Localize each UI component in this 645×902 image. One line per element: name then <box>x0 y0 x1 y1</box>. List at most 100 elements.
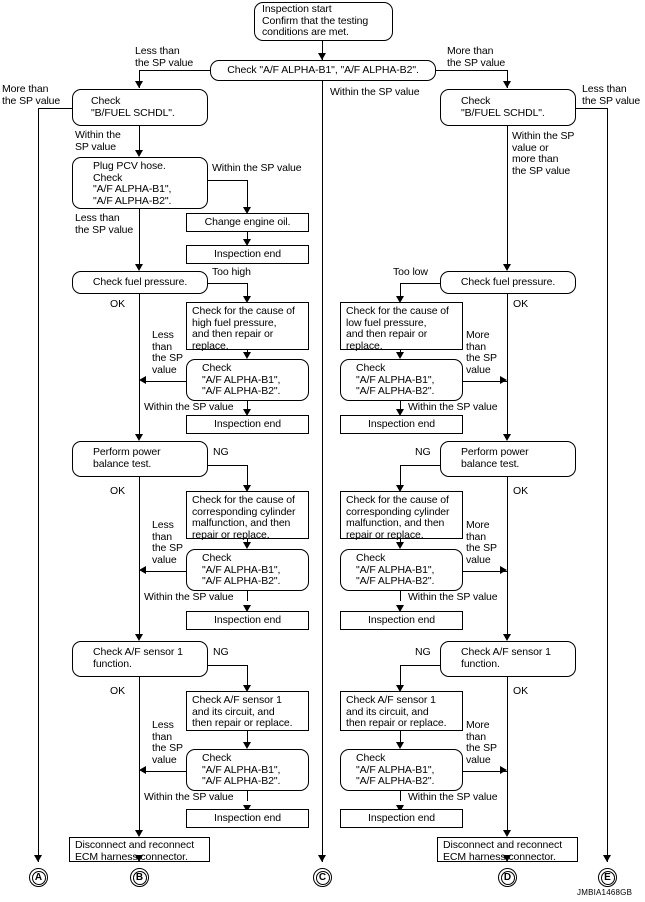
arrow-fuelpress-high <box>243 296 251 303</box>
arrow-bfuel-to-pcv <box>135 150 143 157</box>
arrow-alpha-back-left-1 <box>139 376 146 384</box>
edge-sensor-ng-h-left <box>208 665 248 666</box>
edge-alpha-to-end-right-3 <box>400 791 401 801</box>
edge-main-left-v <box>139 70 140 88</box>
edge-pcv-down <box>139 209 140 265</box>
arrow-ok-to-disconnect-right <box>503 830 511 837</box>
node-check-af-sensor-left: Check A/F sensor 1 function. <box>72 641 208 677</box>
label-within-sp-right-2: Within the SP value <box>408 401 498 413</box>
arrow-alpha-back-right-2 <box>500 566 507 574</box>
edge-terminal-a <box>38 108 39 862</box>
arrow-power-ng-right <box>396 485 404 492</box>
terminal-d: D <box>498 868 517 887</box>
arrow-pcv-to-oil <box>243 207 251 214</box>
edge-cyl-to-alpha-right <box>400 539 401 543</box>
edge-fuelpress-left-h <box>208 283 248 284</box>
terminal-e: E <box>598 868 617 887</box>
arrow-main-right <box>503 81 511 88</box>
edge-ok-right-2 <box>507 477 508 635</box>
label-within-sp-right-4: Within the SP value <box>408 791 498 803</box>
label-ng-right-2: NG <box>415 646 431 658</box>
arrow-alpha-to-end-left-2 <box>243 605 251 612</box>
node-af-sensor-circuit-left: Check A/F sensor 1 and its circuit, and … <box>186 691 309 731</box>
edge-alpha-back-right-2 <box>463 571 507 572</box>
edge-main-right-v <box>507 70 508 88</box>
arrow-main-left <box>135 81 143 88</box>
edge-fuelpress-left-v <box>247 283 248 297</box>
arrow-terminal-a <box>34 855 42 862</box>
arrow-alpha-to-end-left-1 <box>243 409 251 416</box>
label-more-than-sp-narrow-right-2: More than the SP value <box>466 519 497 566</box>
edge-cyl-to-alpha-left <box>247 539 248 543</box>
edge-fuelpress-right-h <box>400 283 440 284</box>
node-inspection-end-6: Inspection end <box>340 611 463 630</box>
node-disconnect-ecm-left: Disconnect and reconnect ECM harness con… <box>69 837 210 862</box>
node-check-alpha-left-2: Check "A/F ALPHA-B1", "A/F ALPHA-B2". <box>186 549 309 591</box>
arrow-cyl-to-alpha-right <box>396 542 404 549</box>
edge-power-ng-h-left <box>208 465 248 466</box>
node-check-fuel-pressure-left: Check fuel pressure. <box>72 271 208 294</box>
edge-alpha-back-left-1 <box>143 381 186 382</box>
edge-main-right-h <box>436 70 507 71</box>
node-check-alpha-left-3: Check "A/F ALPHA-B1", "A/F ALPHA-B2". <box>186 749 309 791</box>
label-more-than-sp-top-right: More than the SP value <box>447 45 506 69</box>
node-disconnect-ecm-right: Disconnect and reconnect ECM harness con… <box>437 837 578 862</box>
terminal-d-label: D <box>500 870 515 885</box>
label-ok-right-2: OK <box>513 485 528 497</box>
edge-ok-right-3 <box>507 677 508 832</box>
arrow-alpha-to-end-right-1 <box>396 409 404 416</box>
node-inspection-end-1: Inspection end <box>186 245 309 264</box>
label-too-low: Too low <box>393 266 428 278</box>
label-within-or-more-sp: Within the SP value or more than the SP … <box>512 130 575 177</box>
edge-alpha-to-end-right-2 <box>400 591 401 601</box>
label-ok-left-3: OK <box>110 685 125 697</box>
arrow-cyl-to-alpha-left <box>243 542 251 549</box>
edge-alpha-back-right-3 <box>463 771 507 772</box>
edge-power-ng-v-right <box>400 465 401 486</box>
edge-alpha-to-end-left-2 <box>247 591 248 601</box>
edge-terminal-e <box>607 108 608 862</box>
label-less-than-sp-narrow-left-2: Less than the SP value <box>152 519 183 566</box>
edge-highfuel-to-alpha <box>247 350 248 353</box>
node-check-alpha-right-1: Check "A/F ALPHA-B1", "A/F ALPHA-B2". <box>340 359 463 401</box>
terminal-c: C <box>313 868 332 887</box>
arrow-highfuel-to-alpha <box>243 352 251 359</box>
node-check-fuel-pressure-right: Check fuel pressure. <box>440 271 576 294</box>
arrow-terminal-b <box>135 855 143 862</box>
edge-circuit-to-alpha-left <box>247 731 248 743</box>
arrow-oil-to-end <box>243 239 251 246</box>
terminal-b-label: B <box>132 870 147 885</box>
arrow-ok-to-disconnect-left <box>135 830 143 837</box>
edge-fuelpress-right-v <box>400 283 401 297</box>
edge-ok-left-2 <box>139 477 140 635</box>
arrow-circuit-to-alpha-right <box>396 742 404 749</box>
arrow-sensor-ng-right <box>396 685 404 692</box>
node-check-alpha-right-2: Check "A/F ALPHA-B1", "A/F ALPHA-B2". <box>340 549 463 591</box>
edge-alpha-back-left-2 <box>143 571 186 572</box>
node-inspection-end-4: Inspection end <box>186 809 309 828</box>
node-power-balance-right: Perform power balance test. <box>440 441 576 477</box>
node-right-bfuel-schdl: Check "B/FUEL SCHDL". <box>440 89 576 126</box>
label-ok-left-2: OK <box>110 485 125 497</box>
edge-bfuel-to-pcv <box>139 126 140 151</box>
arrow-start-to-main <box>318 53 326 60</box>
node-plug-pcv-hose: Plug PCV hose. Check "A/F ALPHA-B1", "A/… <box>72 157 208 209</box>
arrow-ok-to-sensor-right <box>503 634 511 641</box>
node-check-alpha-main: Check "A/F ALPHA-B1", "A/F ALPHA-B2". <box>210 60 436 81</box>
label-ng-left-1: NG <box>213 446 229 458</box>
label-ng-right-1: NG <box>415 446 431 458</box>
node-check-af-sensor-right: Check A/F sensor 1 function. <box>440 641 576 677</box>
node-cause-cylinder-right: Check for the cause of corresponding cyl… <box>340 491 463 541</box>
edge-oil-to-end <box>247 232 248 240</box>
edge-main-left-h <box>139 70 210 71</box>
label-too-high: Too high <box>212 266 251 278</box>
node-cause-cylinder-left: Check for the cause of corresponding cyl… <box>186 491 309 541</box>
arrow-alpha-back-right-3 <box>500 766 507 774</box>
terminal-b: B <box>130 868 149 887</box>
edge-sensor-ng-v-right <box>400 665 401 686</box>
node-cause-low-fuel-pressure: Check for the cause of low fuel pressure… <box>340 302 463 352</box>
label-within-sp-left-4: Within the SP value <box>144 791 234 803</box>
edge-alpha-back-left-3 <box>143 771 186 772</box>
edge-lowfuel-to-alpha <box>400 350 401 353</box>
